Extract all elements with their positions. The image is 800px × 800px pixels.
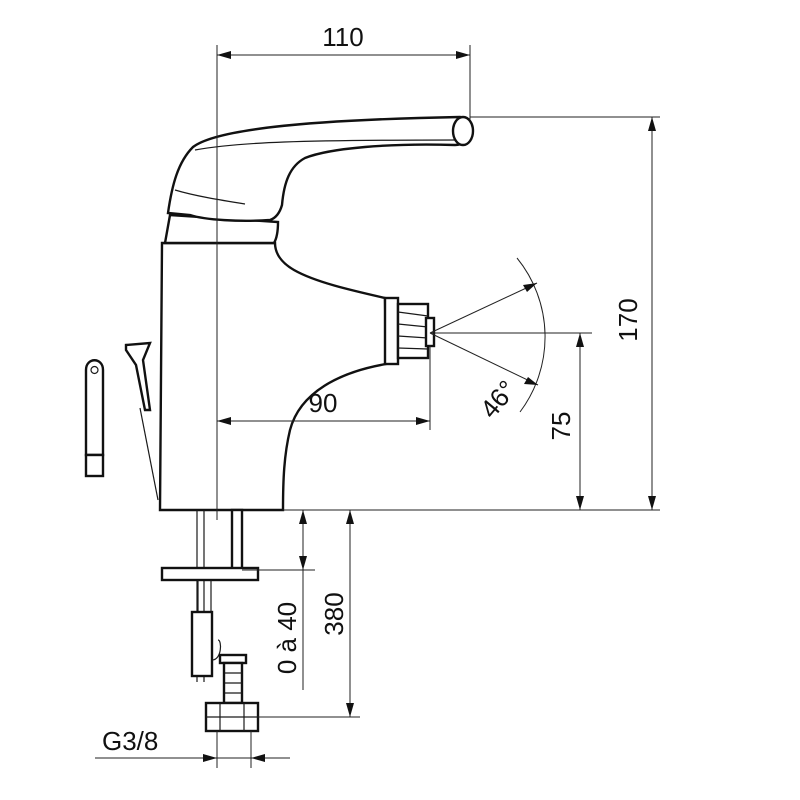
connection-thread-label: G3/8 [102, 726, 158, 756]
popup-waste-knob [124, 341, 159, 501]
total-height-label: 170 [613, 298, 643, 341]
hose-length-label: 380 [319, 592, 349, 635]
nozzle-height-label: 75 [546, 412, 576, 441]
dimension-nozzle-reach: 90 [217, 345, 431, 430]
nozzle-reach-label: 90 [309, 388, 338, 418]
dimension-nozzle-height: 75 [430, 332, 592, 510]
lever-handle [166, 115, 475, 222]
dimension-total-height: 170 [283, 116, 660, 511]
dimension-deck-thickness: 0 à 40 [242, 510, 315, 690]
faucet-body [158, 213, 388, 512]
popup-rod [84, 359, 105, 478]
dimension-hose-length: 380 [258, 510, 360, 718]
nozzle-angle-label: 46° [474, 375, 522, 424]
dimension-connection-thread: G3/8 [95, 726, 290, 768]
spout-reach-label: 110 [322, 22, 363, 52]
bidet-nozzle [383, 296, 436, 366]
dimension-nozzle-angle: 46° [429, 257, 546, 424]
mounting-assembly [160, 508, 260, 733]
dimension-spout-reach: 110 [217, 22, 471, 120]
deck-thickness-label: 0 à 40 [272, 602, 302, 674]
